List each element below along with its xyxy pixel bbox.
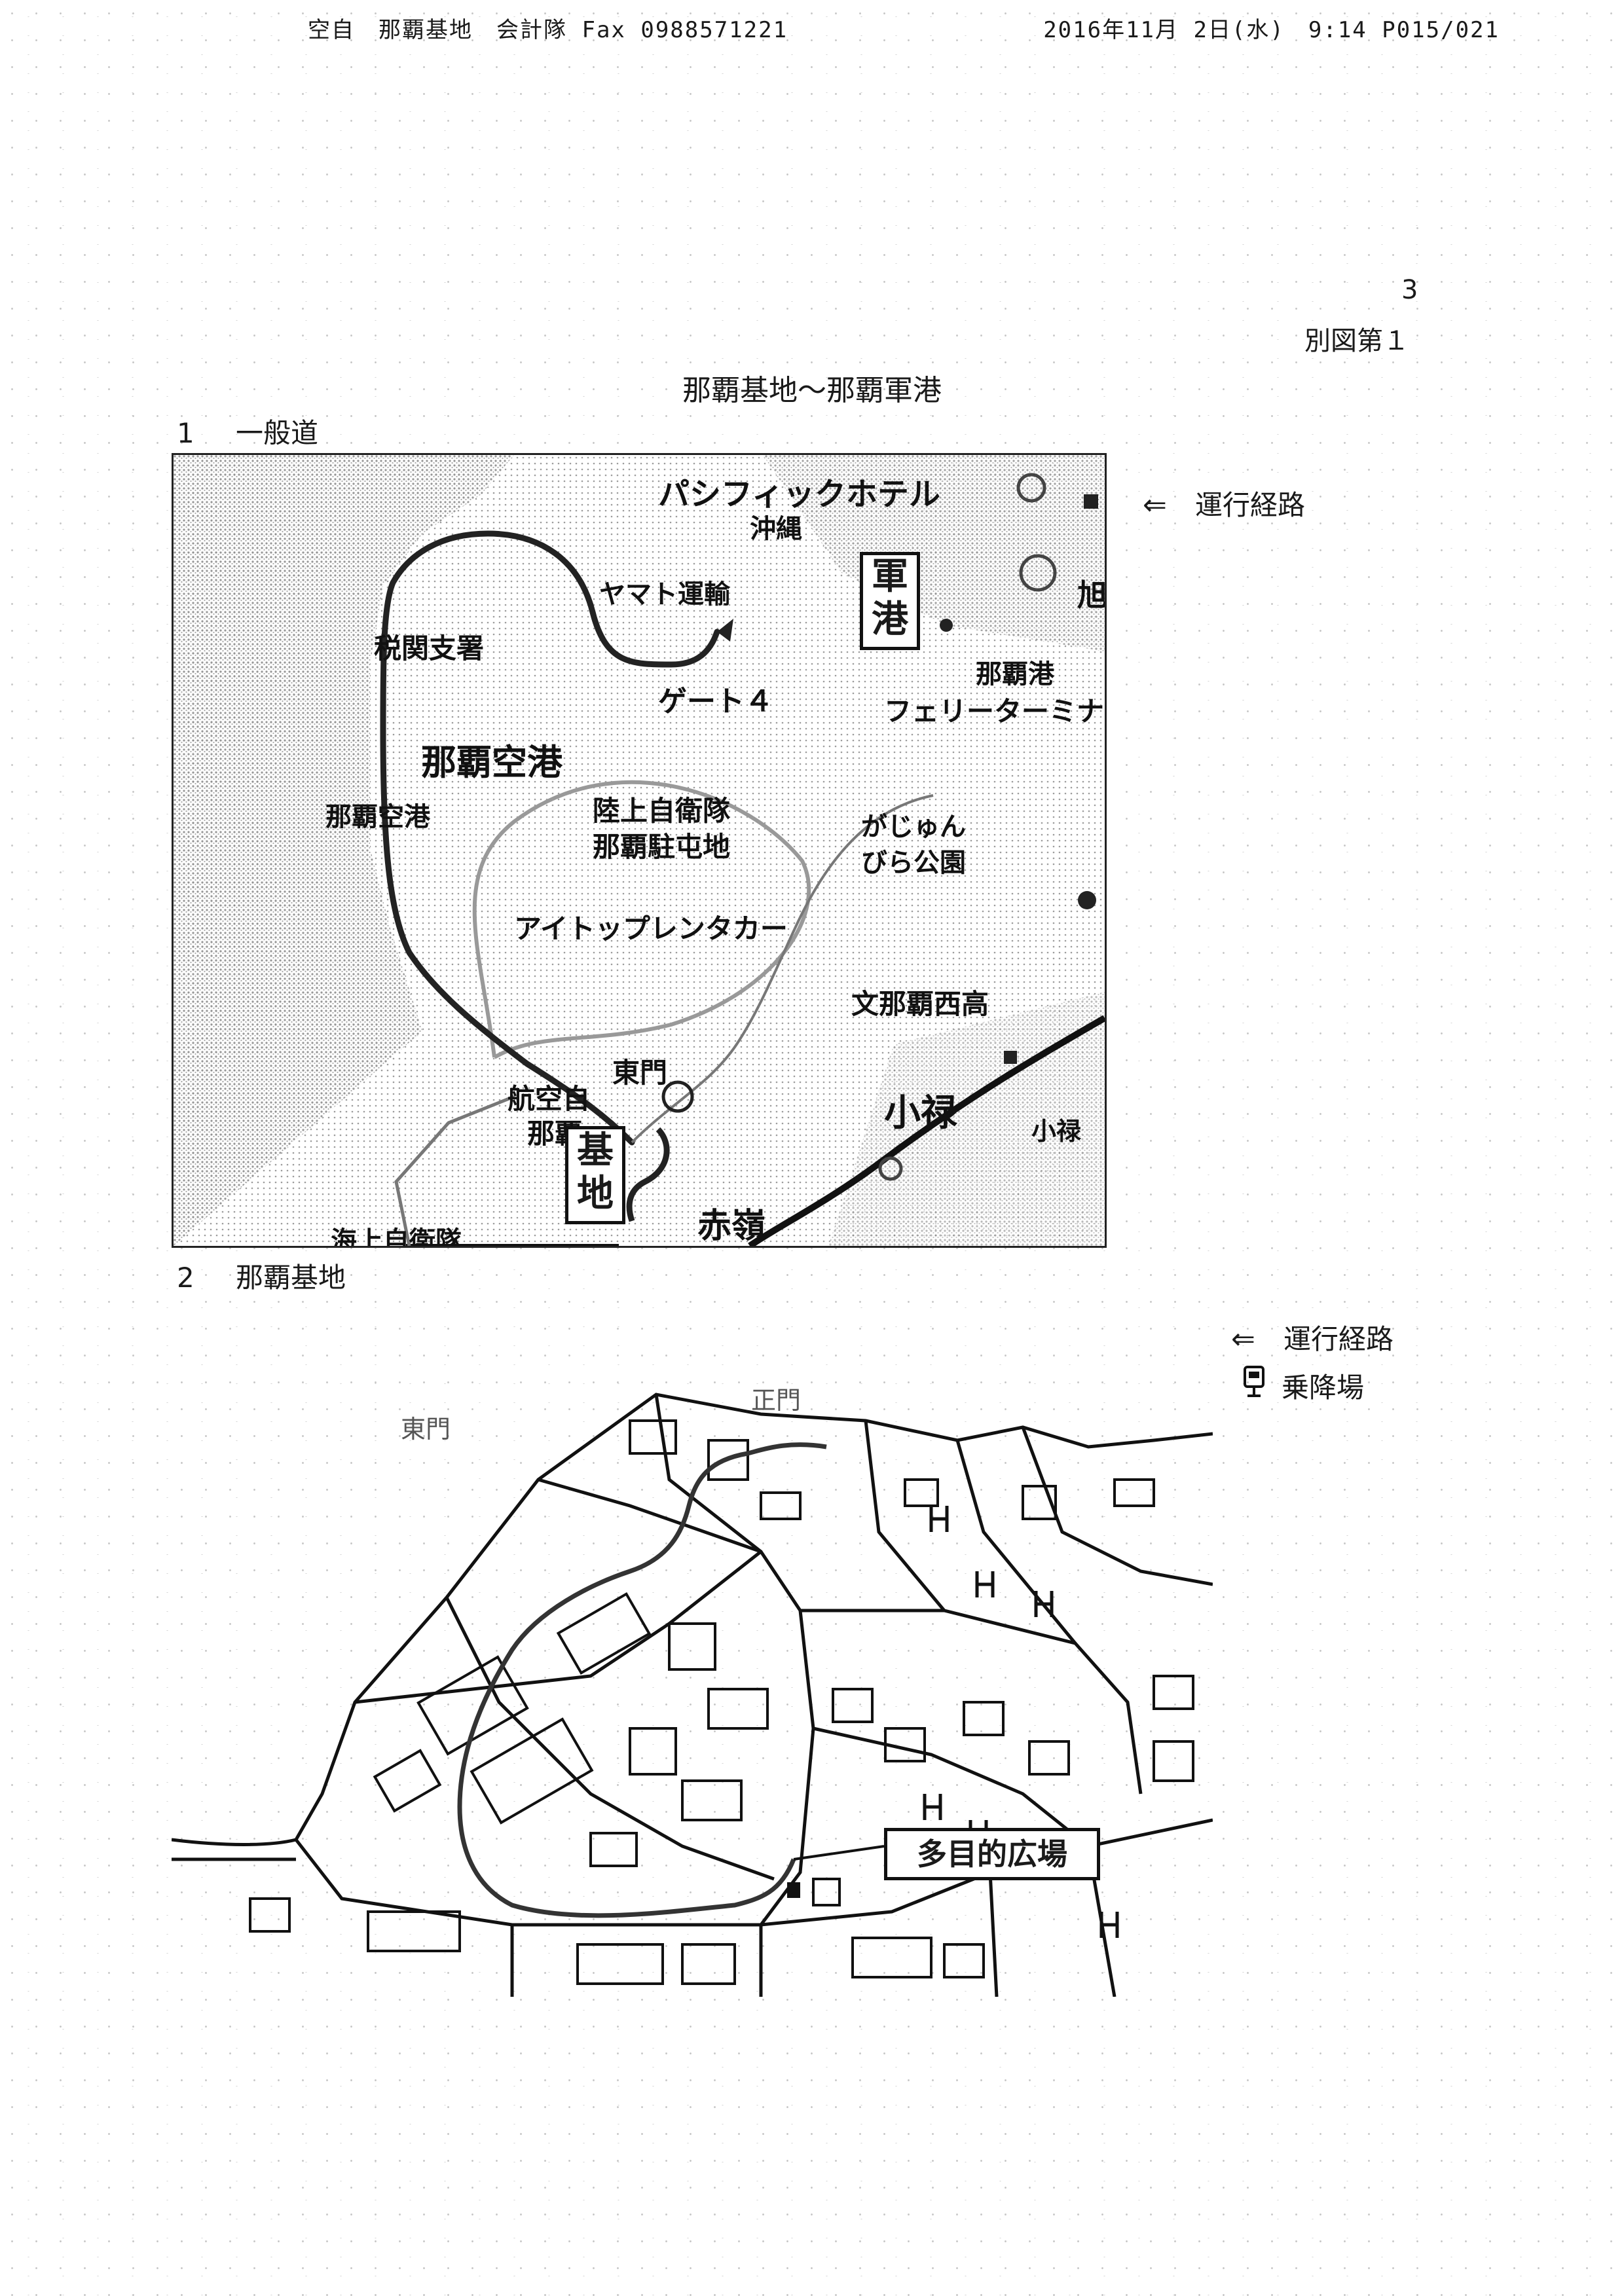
- section2-heading: 2 那覇基地: [177, 1256, 346, 1296]
- legend-stop: 乗降場: [1241, 1366, 1364, 1406]
- label-customs: 税関支署: [374, 632, 485, 665]
- map2-label-east-gate: 東門: [401, 1415, 451, 1444]
- left-arrow-icon: ⇐: [1231, 1322, 1255, 1356]
- map1-graphics: [174, 455, 1105, 1246]
- label-oroku: 小禄: [884, 1092, 957, 1135]
- label-edge-char: 旭: [1077, 577, 1107, 613]
- section1-title: 一般道: [236, 417, 319, 449]
- document-title: 那覇基地～那覇軍港: [682, 374, 942, 407]
- legend-route-label-1: 運行経路: [1195, 489, 1306, 521]
- map-general-road: パシフィックホテル 沖縄 ヤマト運輸 税関支署 ゲート４ 那覇港 フェリーターミ…: [172, 453, 1107, 1248]
- label-naha-airport-small: 那覇空港: [325, 802, 430, 832]
- label-pacific-hotel: パシフィックホテル: [658, 476, 941, 513]
- legend-route-1: ⇐ 運行経路: [1143, 483, 1305, 523]
- label-naha-port: 那覇港: [976, 659, 1054, 689]
- box-multipurpose-plaza: 多目的広場: [884, 1828, 1100, 1880]
- section2-title: 那覇基地: [236, 1262, 346, 1294]
- page-number: 3: [1401, 275, 1418, 305]
- label-naha-airport-large: 那覇空港: [421, 742, 563, 783]
- label-ferry-terminal: フェリーターミナ: [884, 695, 1105, 727]
- section1-number: 1: [177, 417, 194, 449]
- label-gajumaru-line2: びら公園: [861, 848, 966, 878]
- map2-graphics: [172, 1393, 1213, 1997]
- section1-heading: 1 一般道: [177, 411, 318, 451]
- label-east-gate: 東門: [612, 1057, 668, 1089]
- route-line: [380, 530, 720, 1146]
- label-gsdf-line1: 陸上自衛隊: [593, 795, 731, 827]
- fax-header: 空自 那覇基地 会計隊 Fax 0988571221 2016年11月 2日(水…: [308, 12, 1500, 51]
- legend-route-2: ⇐ 運行経路: [1231, 1317, 1393, 1357]
- label-gate4: ゲート４: [658, 685, 773, 718]
- left-arrow-icon: ⇐: [1143, 488, 1167, 522]
- label-yamato: ヤマト運輸: [599, 579, 730, 610]
- label-okinawa: 沖縄: [750, 514, 802, 544]
- label-naha-nishi-high: 文那覇西高: [851, 988, 989, 1020]
- label-msdf: 海上自衛隊: [331, 1226, 462, 1248]
- label-akamine: 赤嶺: [697, 1207, 766, 1246]
- label-gsdf-line2: 那覇駐屯地: [593, 831, 731, 863]
- figure-label: 別図第１: [1304, 326, 1409, 356]
- label-gajumaru-line1: がじゅん: [861, 812, 966, 842]
- label-asdf-line1: 航空自: [507, 1083, 591, 1115]
- label-oroku-station: 小禄: [1031, 1117, 1082, 1146]
- box-base: 基地: [565, 1126, 625, 1224]
- box-military-port: 軍港: [860, 552, 920, 650]
- fax-datetime-page: 2016年11月 2日(水) 9:14 P015/021: [1043, 17, 1500, 43]
- map2-label-main-gate: 正門: [751, 1386, 802, 1415]
- section2-number: 2: [177, 1262, 194, 1294]
- fax-sender: 空自 那覇基地 会計隊 Fax 0988571221: [308, 17, 788, 43]
- label-rental-car: アイトップレンタカー: [514, 913, 788, 945]
- map-naha-base: 東門 正門 多目的広場: [172, 1336, 1213, 1997]
- legend-stop-label: 乗降場: [1282, 1372, 1365, 1404]
- route-line-base: [457, 1442, 827, 1918]
- legend-route-label-2: 運行経路: [1283, 1323, 1394, 1355]
- bus-stop-icon: [1241, 1366, 1282, 1404]
